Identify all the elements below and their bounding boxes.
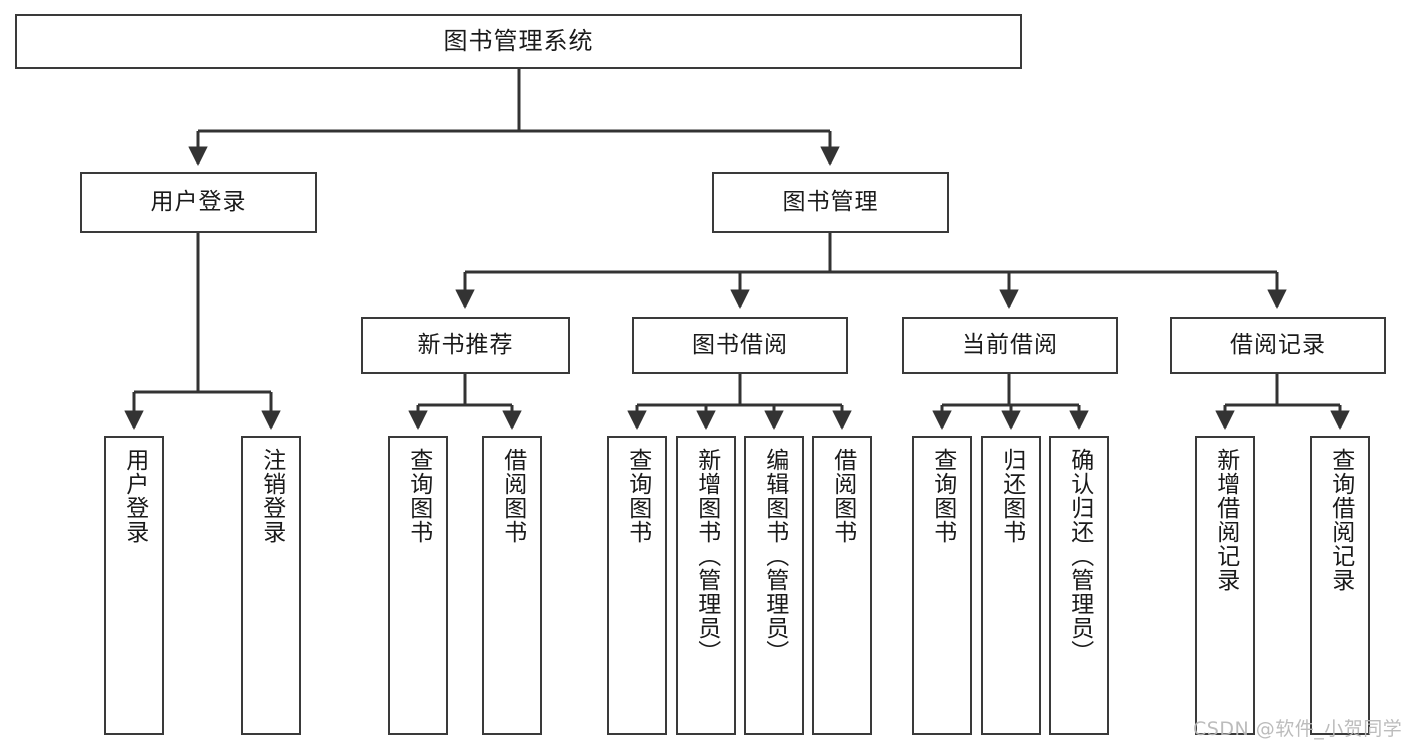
node-new-book-rec[interactable]: 新书推荐 [361,317,570,374]
leaf-add-book[interactable]: 新增图书（管理员） [676,436,736,735]
leaf-borrow-book-2[interactable]: 借阅图书 [812,436,872,735]
leaf-return-book[interactable]: 归还图书 [981,436,1041,735]
csdn-watermark: CSDN @软件_小贺同学 [1193,718,1403,740]
leaf-query-record[interactable]: 查询借阅记录 [1310,436,1370,735]
leaf-query-book-1[interactable]: 查询图书 [388,436,448,735]
leaf-edit-book[interactable]: 编辑图书（管理员） [744,436,804,735]
node-label: 归还图书 [998,448,1025,544]
node-label: 新增图书（管理员） [693,448,720,664]
node-label: 借阅图书 [829,448,856,544]
node-user-login[interactable]: 用户登录 [80,172,317,233]
leaf-confirm-return[interactable]: 确认归还（管理员） [1049,436,1109,735]
leaf-borrow-book-1[interactable]: 借阅图书 [482,436,542,735]
leaf-query-book-3[interactable]: 查询图书 [912,436,972,735]
node-borrow-record[interactable]: 借阅记录 [1170,317,1386,374]
node-label: 新增借阅记录 [1212,448,1239,592]
node-label: 查询图书 [624,448,651,544]
node-label: 用户登录 [121,448,148,544]
node-label: 当前借阅 [962,331,1058,358]
node-label: 确认归还（管理员） [1066,448,1093,664]
node-label: 借阅图书 [499,448,526,544]
node-label: 图书管理 [782,188,879,215]
node-label: 图书管理系统 [443,27,594,56]
leaf-query-book-2[interactable]: 查询图书 [607,436,667,735]
node-label: 新书推荐 [417,331,514,358]
leaf-user-login[interactable]: 用户登录 [104,436,164,735]
node-label: 查询图书 [929,448,956,544]
node-label: 借阅记录 [1230,331,1326,358]
leaf-add-record[interactable]: 新增借阅记录 [1195,436,1255,735]
leaf-user-logout[interactable]: 注销登录 [241,436,301,735]
node-label: 查询借阅记录 [1327,448,1354,592]
node-current-borrow[interactable]: 当前借阅 [902,317,1118,374]
node-label: 用户登录 [150,188,247,215]
node-book-borrow[interactable]: 图书借阅 [632,317,848,374]
node-label: 编辑图书（管理员） [761,448,788,664]
node-label: 图书借阅 [692,331,788,358]
node-label: 注销登录 [258,448,285,544]
node-root-system[interactable]: 图书管理系统 [15,14,1022,69]
node-label: 查询图书 [405,448,432,544]
node-book-manage[interactable]: 图书管理 [712,172,949,233]
